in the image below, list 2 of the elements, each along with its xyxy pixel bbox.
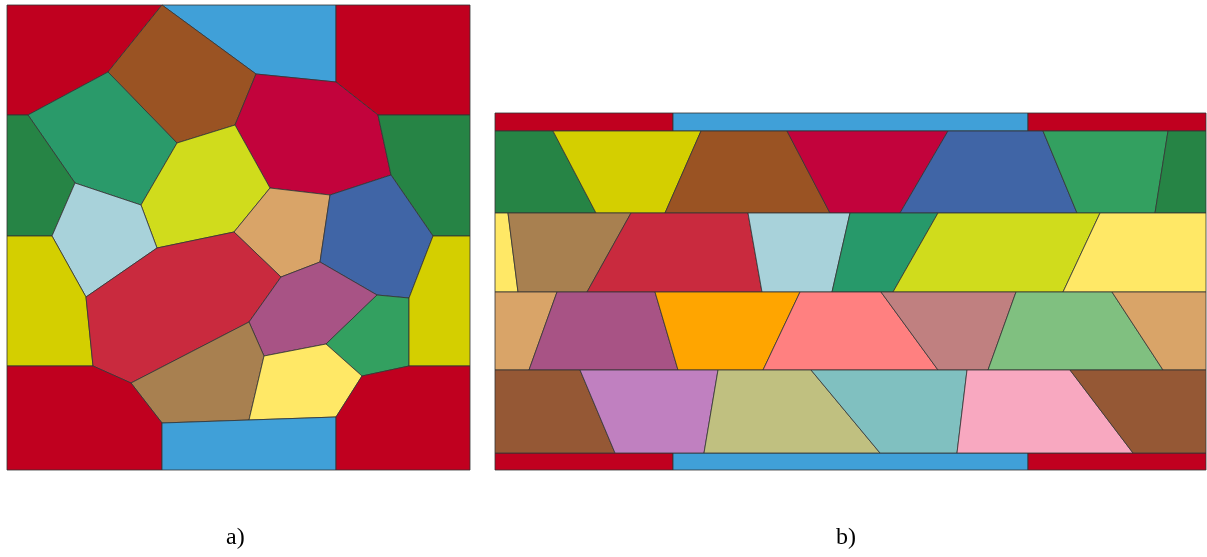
panel-label: b) <box>836 522 856 550</box>
panel-label: a) <box>226 522 245 550</box>
